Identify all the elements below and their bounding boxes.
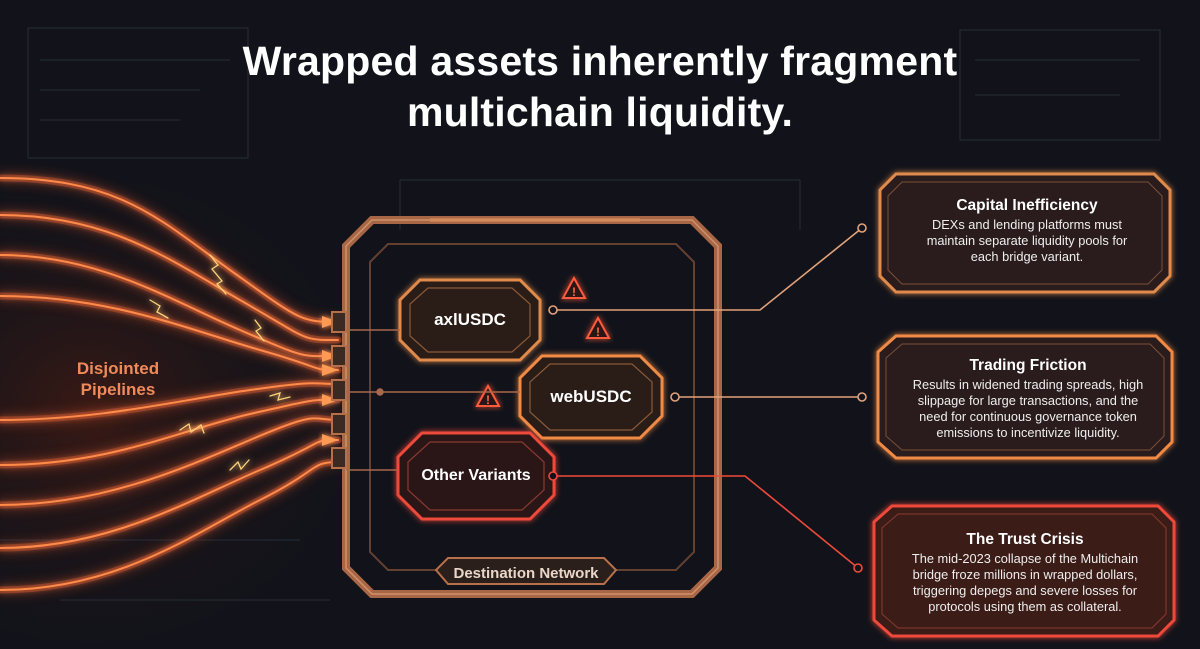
token-shapes [396, 278, 664, 521]
card-title: Capital Inefficiency [956, 197, 1098, 214]
internal-wires [346, 329, 520, 471]
card-line: need for continuous governance token [919, 409, 1137, 424]
card-line: DEXs and lending platforms must [932, 217, 1122, 232]
card-body: The mid-2023 collapse of the Multichain … [884, 551, 1166, 615]
card-trust-crisis: The Trust Crisis The mid-2023 collapse o… [884, 530, 1166, 615]
card-body: Results in widened trading spreads, high… [894, 377, 1162, 441]
card-line: The mid-2023 collapse of the Multichain [911, 551, 1139, 566]
warning-icon: ! [585, 315, 611, 339]
card-line: emissions to incentivize liquidity. [936, 425, 1120, 440]
title-line: multichain liquidity. [406, 89, 794, 135]
card-frames [872, 172, 1176, 638]
card-line: protocols using them as collateral. [928, 599, 1122, 614]
card-capital-inefficiency: Capital Inefficiency DEXs and lending pl… [896, 196, 1158, 265]
card-title: Trading Friction [969, 357, 1087, 374]
card-line: bridge froze millions in wrapped dollars… [912, 567, 1138, 582]
connector-lines [548, 223, 867, 573]
title-line: Wrapped assets inherently fragment [242, 38, 958, 84]
token-axlusdc: axlUSDC [434, 310, 506, 329]
pipelines-label-line: Pipelines [80, 380, 156, 399]
card-line: slippage for large transactions, and the [917, 393, 1139, 408]
card-trading-friction: Trading Friction Results in widened trad… [894, 356, 1162, 441]
card-body: DEXs and lending platforms must maintain… [896, 217, 1158, 265]
warning-icon: ! [475, 383, 501, 407]
card-title: The Trust Crisis [966, 531, 1084, 548]
svg-text:!: ! [572, 285, 576, 299]
card-line: each bridge variant. [970, 249, 1084, 264]
warning-icon: ! [561, 275, 587, 299]
destination-network-label: Destination Network [453, 564, 599, 582]
destination-frame [331, 216, 722, 598]
card-line: triggering depegs and severe losses for [912, 583, 1138, 598]
svg-text:!: ! [596, 325, 600, 339]
pipelines [0, 174, 342, 594]
pipelines-label: Disjointed Pipelines [58, 358, 178, 400]
page-title: Wrapped assets inherently fragment multi… [0, 36, 1200, 138]
svg-text:!: ! [486, 393, 490, 407]
pipelines-label-line: Disjointed [76, 359, 160, 378]
card-line: maintain separate liquidity pools for [926, 233, 1128, 248]
token-webusdc: webUSDC [550, 387, 632, 406]
token-other-variants: Other Variants [421, 467, 531, 484]
card-line: Results in widened trading spreads, high [912, 377, 1144, 392]
